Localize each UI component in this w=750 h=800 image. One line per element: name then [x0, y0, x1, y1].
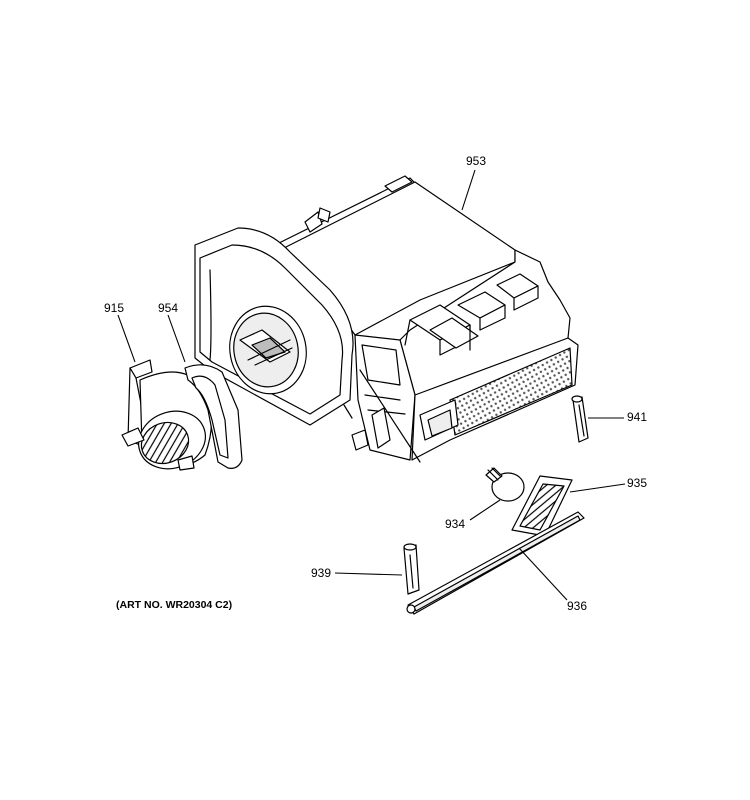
pin-939 [403, 543, 420, 595]
callout-934: 934 [445, 517, 466, 531]
shroud-954 [184, 364, 243, 469]
light-shield-935 [511, 475, 573, 537]
callout-941: 941 [627, 410, 648, 424]
pin-941 [571, 395, 589, 443]
callout-953: 953 [466, 154, 487, 168]
callout-915: 915 [104, 301, 125, 315]
callout-939: 939 [311, 566, 332, 580]
rail-936 [406, 511, 585, 615]
light-bulb-934 [485, 467, 525, 502]
callout-936: 936 [567, 599, 588, 613]
housing-assembly-953 [194, 175, 579, 463]
art-number-label: (ART NO. WR20304 C2) [116, 599, 233, 611]
leader-lines [117, 169, 626, 601]
callout-935: 935 [627, 476, 648, 490]
callout-954: 954 [158, 301, 179, 315]
fan-cover-915 [121, 359, 213, 471]
